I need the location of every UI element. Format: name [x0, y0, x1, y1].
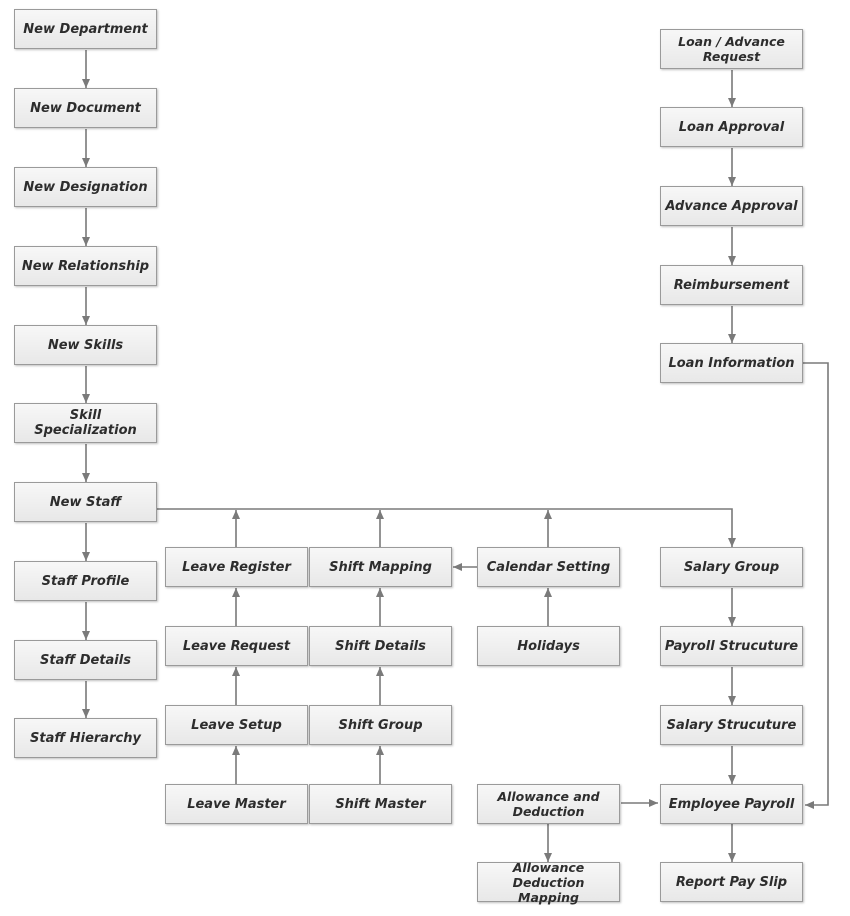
- node-new-relationship: New Relationship: [14, 246, 157, 286]
- node-shift-master: Shift Master: [309, 784, 452, 824]
- node-leave-setup: Leave Setup: [165, 705, 308, 745]
- node-new-department: New Department: [14, 9, 157, 49]
- node-shift-details: Shift Details: [309, 626, 452, 666]
- node-allowance-and-deduction: Allowance and Deduction: [477, 784, 620, 824]
- node-holidays: Holidays: [477, 626, 620, 666]
- node-staff-hierarchy: Staff Hierarchy: [14, 718, 157, 758]
- node-skill-specialization: Skill Specialization: [14, 403, 157, 443]
- node-payroll-structure: Payroll Strucuture: [660, 626, 803, 666]
- node-advance-approval: Advance Approval: [660, 186, 803, 226]
- node-new-staff: New Staff: [14, 482, 157, 522]
- node-staff-profile: Staff Profile: [14, 561, 157, 601]
- node-report-pay-slip: Report Pay Slip: [660, 862, 803, 902]
- node-shift-mapping: Shift Mapping: [309, 547, 452, 587]
- node-loan-advance-request: Loan / Advance Request: [660, 29, 803, 69]
- node-leave-register: Leave Register: [165, 547, 308, 587]
- edge-loan-information-to-employee-payroll: [803, 362, 829, 809]
- node-reimbursement: Reimbursement: [660, 265, 803, 305]
- node-allowance-deduction-mapping: Allowance Deduction Mapping: [477, 860, 620, 905]
- node-loan-approval: Loan Approval: [660, 107, 803, 147]
- node-leave-request: Leave Request: [165, 626, 308, 666]
- node-calendar-setting: Calendar Setting: [477, 547, 620, 587]
- node-salary-group: Salary Group: [660, 547, 803, 587]
- node-staff-details: Staff Details: [14, 640, 157, 680]
- node-new-skills: New Skills: [14, 325, 157, 365]
- node-salary-structure: Salary Strucuture: [660, 705, 803, 745]
- node-employee-payroll: Employee Payroll: [660, 784, 803, 824]
- node-shift-group: Shift Group: [309, 705, 452, 745]
- node-new-document: New Document: [14, 88, 157, 128]
- node-leave-master: Leave Master: [165, 784, 308, 824]
- edge-new-staff-to-salary-group: [157, 508, 736, 547]
- node-loan-information: Loan Information: [660, 343, 803, 383]
- node-new-designation: New Designation: [14, 167, 157, 207]
